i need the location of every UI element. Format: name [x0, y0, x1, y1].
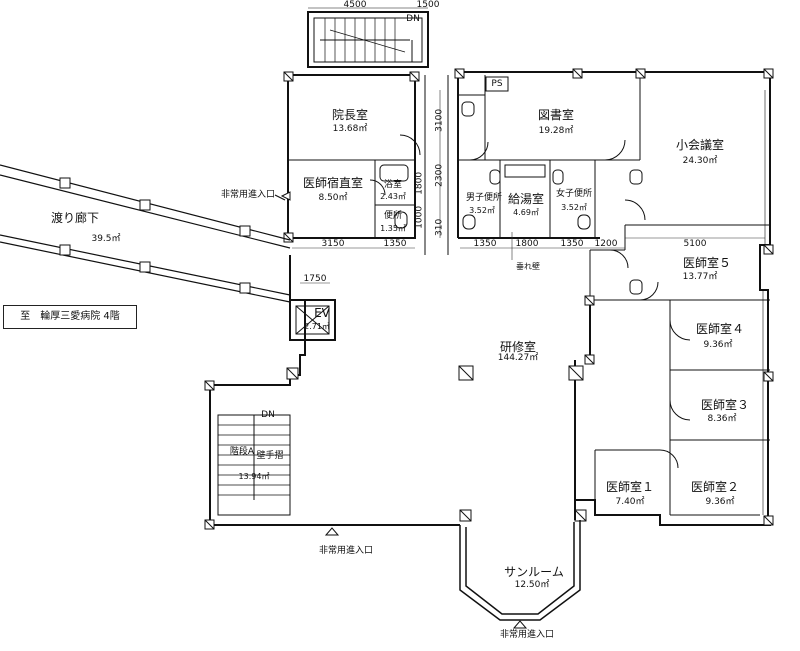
- dim-4500: 4500: [343, 0, 367, 10]
- dim-3150: 3150: [321, 239, 345, 249]
- room-corridor-area: 39.5㎡: [91, 234, 121, 244]
- room-mens-wc-area: 3.52㎡: [469, 206, 495, 215]
- room-bath-name: 浴室: [383, 180, 403, 190]
- hanging-wall-note: 垂れ壁: [516, 262, 540, 271]
- stairs-a: [217, 414, 291, 516]
- room-library-area: 19.28㎡: [538, 126, 574, 136]
- dim-1350-b: 1350: [473, 239, 497, 249]
- dn-label-stairs: DN: [261, 410, 275, 420]
- room-director-area: 13.68㎡: [332, 124, 368, 134]
- emergency-exit-south: 非常用進入口: [318, 546, 374, 556]
- top-stair-tower: [307, 7, 429, 68]
- upper-left-block: [287, 74, 416, 239]
- room-doctor3-area: 8.36㎡: [707, 414, 737, 424]
- room-toilet-name: 便所: [383, 211, 403, 221]
- emergency-exit-corridor: 非常用進入口: [220, 190, 276, 200]
- room-sunroom-area: 12.50㎡: [514, 580, 550, 590]
- room-kitchen-name: 給湯室: [507, 192, 545, 206]
- dim-1500: 1500: [416, 0, 440, 10]
- room-ev-name: EV: [314, 306, 330, 320]
- room-doctor1-name: 医師室１: [605, 480, 655, 494]
- room-library-name: 図書室: [537, 108, 575, 122]
- room-small-meeting-name: 小会議室: [675, 138, 725, 152]
- room-doctor4-area: 9.36㎡: [703, 340, 733, 350]
- room-training-area: 144.27㎡: [497, 353, 539, 363]
- room-bath-area: 2.43㎡: [380, 192, 406, 201]
- dim-3100: 3100: [434, 108, 445, 132]
- room-ev-area: 2.71㎡: [304, 322, 330, 331]
- room-night-duty-area: 8.50㎡: [318, 193, 348, 203]
- dim-2300: 2300: [434, 163, 445, 187]
- dim-1750: 1750: [303, 274, 327, 284]
- sunroom-bay: [459, 520, 581, 621]
- room-director-name: 院長室: [331, 108, 369, 122]
- dim-1800-h: 1800: [515, 239, 539, 249]
- room-corridor-name: 渡り廊下: [50, 211, 100, 225]
- room-sunroom-name: サンルーム: [504, 565, 564, 579]
- room-doctor2-area: 9.36㎡: [705, 497, 735, 507]
- room-doctor5-area: 13.77㎡: [682, 272, 718, 282]
- ps-label: PS: [491, 79, 503, 89]
- dim-1350-c: 1350: [560, 239, 584, 249]
- direction-sign: 至 輪厚三愛病院 4階: [3, 305, 137, 329]
- room-womens-wc-area: 3.52㎡: [561, 203, 587, 212]
- room-doctor1-area: 7.40㎡: [615, 497, 645, 507]
- dim-1350-a: 1350: [383, 239, 407, 249]
- room-doctor3-name: 医師室３: [700, 398, 750, 412]
- room-night-duty-name: 医師宿直室: [302, 176, 364, 190]
- dn-label-top: DN: [406, 14, 420, 24]
- room-small-meeting-area: 24.30㎡: [682, 156, 718, 166]
- room-toilet-area: 1.35㎡: [380, 224, 406, 233]
- wall-handrail-label: 壁手摺: [256, 451, 284, 461]
- dim-5100: 5100: [683, 239, 707, 249]
- room-doctor2-name: 医師室２: [690, 480, 740, 494]
- dim-1200: 1200: [594, 239, 618, 249]
- room-doctor5-name: 医師室５: [682, 256, 732, 270]
- elevator-shaft: [289, 299, 336, 341]
- dim-1800: 1800: [414, 171, 425, 195]
- dim-310: 310: [434, 218, 445, 236]
- room-womens-wc-name: 女子便所: [555, 189, 593, 199]
- room-kitchen-area: 4.69㎡: [513, 208, 539, 217]
- training-room-walls: [209, 255, 591, 526]
- emergency-exit-sunroom: 非常用進入口: [499, 630, 555, 640]
- room-doctor4-name: 医師室４: [695, 322, 745, 336]
- room-training-name: 研修室: [499, 340, 537, 354]
- room-mens-wc-name: 男子便所: [465, 193, 503, 203]
- room-stairs-a-area: 13.94㎡: [238, 472, 270, 481]
- room-stairs-a-name: 階段A: [229, 447, 255, 457]
- dim-1000: 1000: [414, 205, 425, 229]
